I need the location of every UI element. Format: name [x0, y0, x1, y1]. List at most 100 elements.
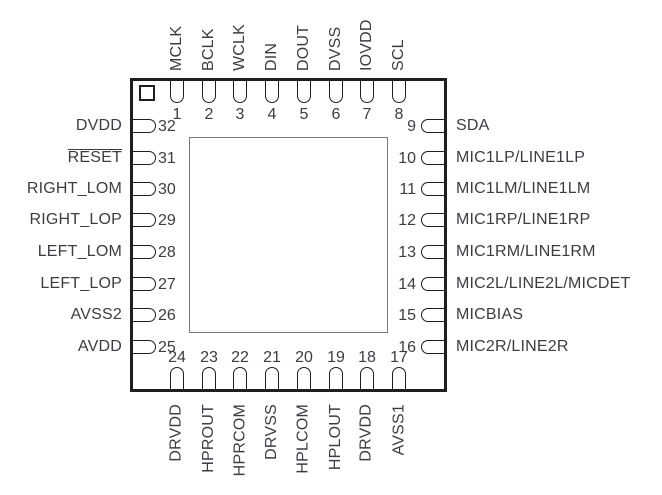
pin-30-stub	[133, 182, 156, 196]
pin-29-stub	[133, 213, 156, 227]
pin-6-number: 6	[331, 106, 341, 123]
pin-2-label: BCLK	[200, 28, 217, 71]
pin-27-stub	[133, 277, 156, 291]
pin-16-stub	[421, 340, 444, 354]
pin-22-label: HPRCOM	[231, 404, 248, 477]
pin-10-number: 10	[398, 150, 416, 167]
pin-26-label: AVSS2	[70, 306, 122, 323]
pin-8-number: 8	[394, 106, 404, 123]
pin-14-label: MIC2L/LINE2L/MICDET	[456, 275, 631, 292]
chip-package-outline	[130, 78, 447, 392]
pin-30-label: RIGHT_LOM	[26, 180, 122, 197]
pin-8-stub	[392, 81, 406, 103]
pin-24-stub	[170, 367, 184, 389]
pin-18-number: 18	[358, 349, 376, 366]
pin-19-number: 19	[327, 349, 345, 366]
pin-4-stub	[265, 81, 279, 103]
pin-21-stub	[265, 367, 279, 389]
pin-7-stub	[360, 81, 374, 103]
pin-31-label: RESET	[67, 149, 122, 167]
pin-23-number: 23	[200, 349, 218, 366]
pin-14-number: 14	[398, 276, 416, 293]
pin-2-stub	[202, 81, 216, 103]
pin-27-label: LEFT_LOP	[40, 275, 122, 292]
pin-9-stub	[421, 119, 444, 133]
pin-11-stub	[421, 182, 444, 196]
pin-29-number: 29	[158, 212, 176, 229]
pin-10-stub	[421, 151, 444, 165]
pin-4-label: DIN	[263, 42, 280, 71]
pin-1-marker	[139, 85, 155, 101]
pin-26-stub	[133, 308, 156, 322]
pin-31-stub	[133, 151, 156, 165]
pin-8-label: SCL	[390, 39, 407, 71]
pin-20-stub	[297, 367, 311, 389]
pin-19-stub	[329, 367, 343, 389]
pin-16-label: MIC2R/LINE2R	[456, 338, 569, 355]
pin-12-stub	[421, 213, 444, 227]
pin-20-label: HPLCOM	[295, 404, 312, 474]
pin-17-label: AVSS1	[390, 404, 407, 456]
pin-31-number: 31	[158, 150, 176, 167]
pin-19-label: HPLOUT	[327, 404, 344, 471]
pin-4-number: 4	[267, 106, 277, 123]
pin-25-label: AVDD	[77, 338, 122, 355]
pin-6-label: DVSS	[327, 26, 344, 71]
pin-32-stub	[133, 119, 156, 133]
pin-15-stub	[421, 308, 444, 322]
pin-17-number: 17	[390, 349, 408, 366]
pin-12-label: MIC1RP/LINE1RP	[456, 211, 591, 228]
pin-9-number: 9	[407, 118, 416, 135]
pin-24-label: DRVDD	[168, 404, 185, 462]
pin-25-number: 25	[158, 339, 176, 356]
pin-25-stub	[133, 340, 156, 354]
pin-11-number: 11	[399, 181, 416, 198]
pin-5-label: DOUT	[295, 24, 312, 71]
pin-24-number: 24	[168, 349, 186, 366]
pin-28-number: 28	[158, 244, 176, 261]
pin-16-number: 16	[398, 339, 416, 356]
pin-30-number: 30	[158, 181, 176, 198]
pin-14-stub	[421, 277, 444, 291]
pin-17-stub	[392, 367, 406, 389]
pin-9-label: SDA	[456, 117, 490, 134]
pin-20-number: 20	[295, 349, 313, 366]
overline-text: RESET	[67, 149, 122, 166]
pin-26-number: 26	[158, 307, 176, 324]
pin-13-number: 13	[398, 244, 416, 261]
pin-7-label: IOVDD	[358, 19, 375, 71]
pin-22-number: 22	[231, 349, 249, 366]
pin-13-label: MIC1RM/LINE1RM	[456, 243, 596, 260]
pin-28-label: LEFT_LOM	[37, 243, 122, 260]
pin-27-number: 27	[158, 276, 176, 293]
pin-32-number: 32	[158, 118, 176, 135]
pin-18-stub	[360, 367, 374, 389]
pin-11-label: MIC1LM/LINE1LM	[456, 180, 591, 197]
pin-3-stub	[233, 81, 247, 103]
pin-12-number: 12	[398, 212, 416, 229]
pin-1-number: 1	[172, 106, 182, 123]
pin-6-stub	[329, 81, 343, 103]
pin-3-label: WCLK	[231, 23, 248, 71]
pin-22-stub	[233, 367, 247, 389]
pin-10-label: MIC1LP/LINE1LP	[456, 149, 586, 166]
pin-32-label: DVDD	[75, 117, 122, 134]
pin-18-label: DRVDD	[358, 404, 375, 462]
pin-21-number: 21	[263, 349, 281, 366]
pin-5-number: 5	[299, 106, 309, 123]
pin-7-number: 7	[362, 106, 372, 123]
pin-29-label: RIGHT_LOP	[29, 211, 122, 228]
pin-28-stub	[133, 245, 156, 259]
pin-15-label: MICBIAS	[456, 306, 524, 323]
pin-1-stub	[170, 81, 184, 103]
pin-5-stub	[297, 81, 311, 103]
pin-21-label: DRVSS	[263, 404, 280, 460]
pin-15-number: 15	[398, 307, 416, 324]
pin-3-number: 3	[235, 106, 245, 123]
pin-1-label: MCLK	[168, 25, 185, 71]
die-pad-square	[189, 137, 388, 333]
pin-23-label: HPROUT	[200, 404, 217, 473]
pin-13-stub	[421, 245, 444, 259]
pin-23-stub	[202, 367, 216, 389]
